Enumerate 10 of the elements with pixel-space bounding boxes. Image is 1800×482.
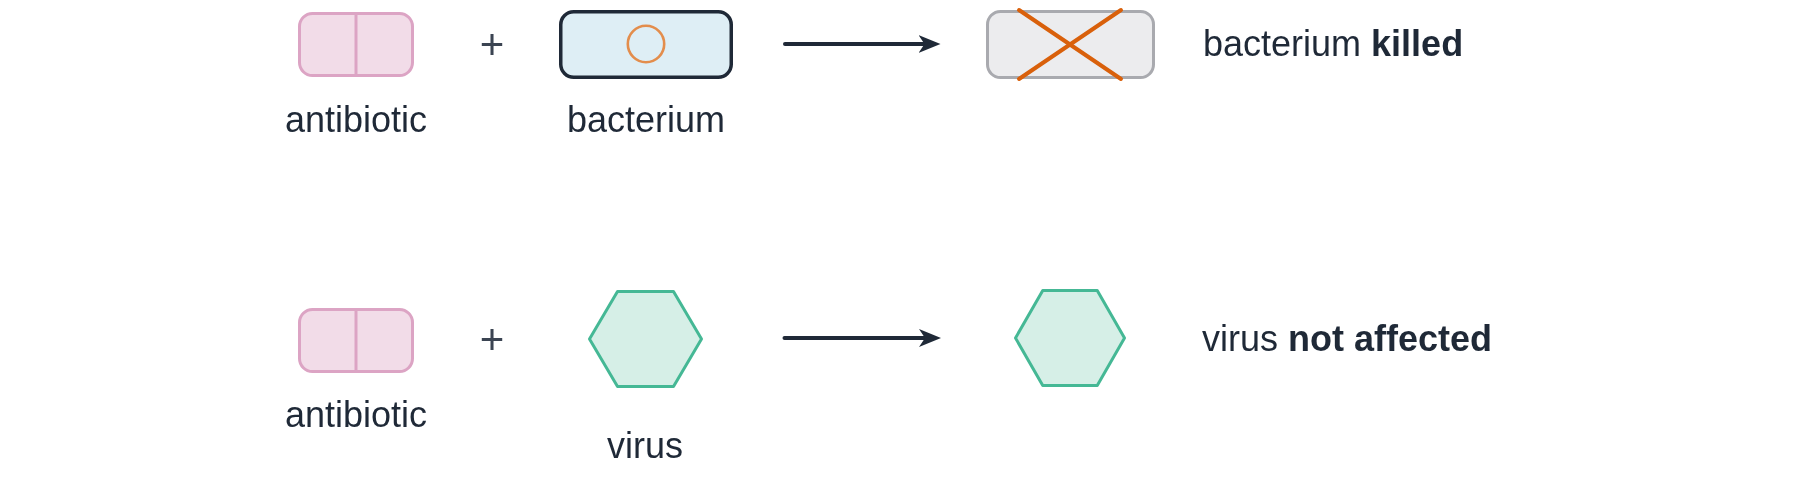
node-caption: bacterium [565, 98, 727, 142]
arrow [782, 329, 941, 347]
node-caption: virus [606, 424, 684, 468]
result-text: virus not affected [1202, 317, 1493, 361]
plus-sign: + [479, 24, 505, 66]
node-caption: antibiotic [283, 393, 429, 437]
arrow [783, 35, 941, 53]
plus-sign: + [479, 319, 505, 361]
node-caption: antibiotic [283, 98, 429, 142]
result-text: bacterium killed [1203, 22, 1464, 66]
